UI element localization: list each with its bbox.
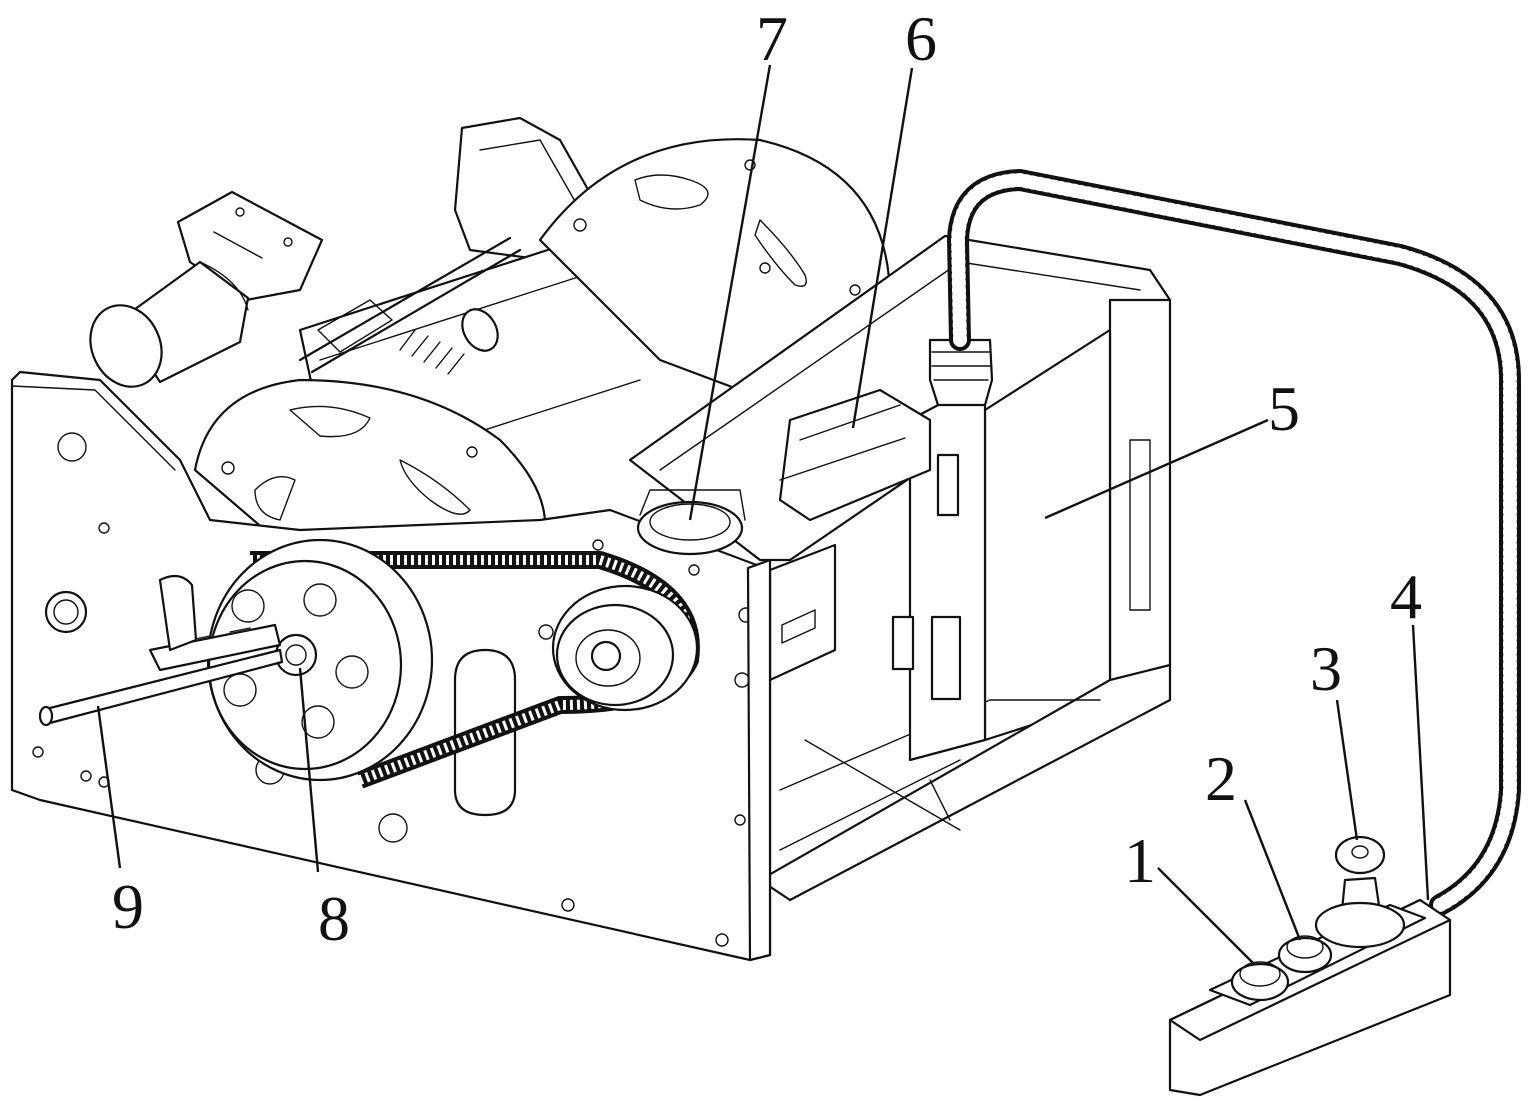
emergency-knob-3[interactable] <box>1314 835 1406 949</box>
leader-6 <box>851 67 914 429</box>
front-disc <box>193 378 547 562</box>
frame-rear-panel <box>1108 298 1172 702</box>
leader-2 <box>1243 799 1302 941</box>
leader-3 <box>1335 699 1359 841</box>
belt-drive <box>206 489 746 789</box>
label-7: 7 <box>756 3 788 74</box>
actuator-mount <box>768 543 837 682</box>
label-9: 9 <box>112 871 144 942</box>
cable-gland <box>928 338 994 407</box>
leader-8 <box>298 667 320 873</box>
corrugated-cable <box>946 168 1521 916</box>
label-6: 6 <box>905 3 937 74</box>
leader-9 <box>96 705 122 869</box>
large-pulley-8 <box>206 538 434 782</box>
spring-shaft <box>298 236 522 375</box>
motor <box>89 260 250 388</box>
button-2[interactable] <box>1277 935 1333 974</box>
frame-bottom-tray <box>758 663 1172 902</box>
reference-numerals: 1 2 3 4 5 6 7 8 9 <box>112 3 1422 954</box>
small-pulley <box>551 584 699 712</box>
label-4: 4 <box>1390 561 1422 632</box>
label-5: 5 <box>1268 373 1300 444</box>
label-2: 2 <box>1205 743 1237 814</box>
leader-7 <box>688 64 772 521</box>
label-3: 3 <box>1310 633 1342 704</box>
label-1: 1 <box>1124 825 1156 896</box>
leader-1 <box>1157 867 1256 966</box>
pendant-controller <box>1168 835 1452 1097</box>
control-box-frame <box>628 234 1172 902</box>
leader-lines <box>96 64 1430 966</box>
handle-lever-9 <box>38 574 284 727</box>
button-1[interactable] <box>1230 961 1290 1002</box>
leader-4 <box>1411 624 1430 901</box>
leader-5 <box>1044 418 1269 520</box>
drive-pulley-7 <box>636 489 746 556</box>
label-8: 8 <box>318 883 350 954</box>
